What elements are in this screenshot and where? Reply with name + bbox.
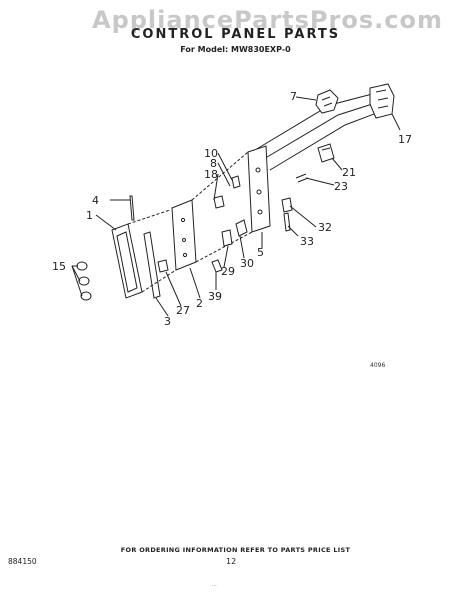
- diagram-subtitle: For Model: MW830EXP-0: [180, 45, 291, 54]
- watermark: AppliancePartsPros.com: [92, 6, 443, 34]
- callout-3: 3: [164, 315, 171, 328]
- callout-32: 32: [318, 221, 332, 234]
- document-part-number: 884150: [8, 557, 37, 566]
- callout-30: 30: [240, 257, 254, 270]
- callout-15: 15: [52, 260, 66, 273]
- callout-8: 8: [210, 157, 217, 170]
- callout-27: 27: [176, 304, 190, 317]
- callout-39: 39: [208, 290, 222, 303]
- page-number: 12: [226, 557, 237, 566]
- callout-10: 10: [204, 147, 218, 160]
- callout-17: 17: [398, 133, 412, 146]
- diagram-title: CONTROL PANEL PARTS: [130, 27, 341, 42]
- callout-29: 29: [221, 265, 235, 278]
- callout-33: 33: [300, 235, 314, 248]
- callout-18: 18: [204, 168, 218, 181]
- callout-23: 23: [334, 180, 348, 193]
- callout-5: 5: [257, 246, 264, 259]
- ordering-footer: FOR ORDERING INFORMATION REFER TO PARTS …: [120, 546, 351, 554]
- callout-4: 4: [92, 194, 99, 207]
- callout-2: 2: [196, 297, 203, 310]
- bottom-scribble: …: [212, 582, 217, 588]
- callout-21: 21: [342, 166, 356, 179]
- callout-1: 1: [86, 209, 93, 222]
- callout-7: 7: [290, 90, 297, 103]
- figure-code: 4096: [370, 362, 386, 369]
